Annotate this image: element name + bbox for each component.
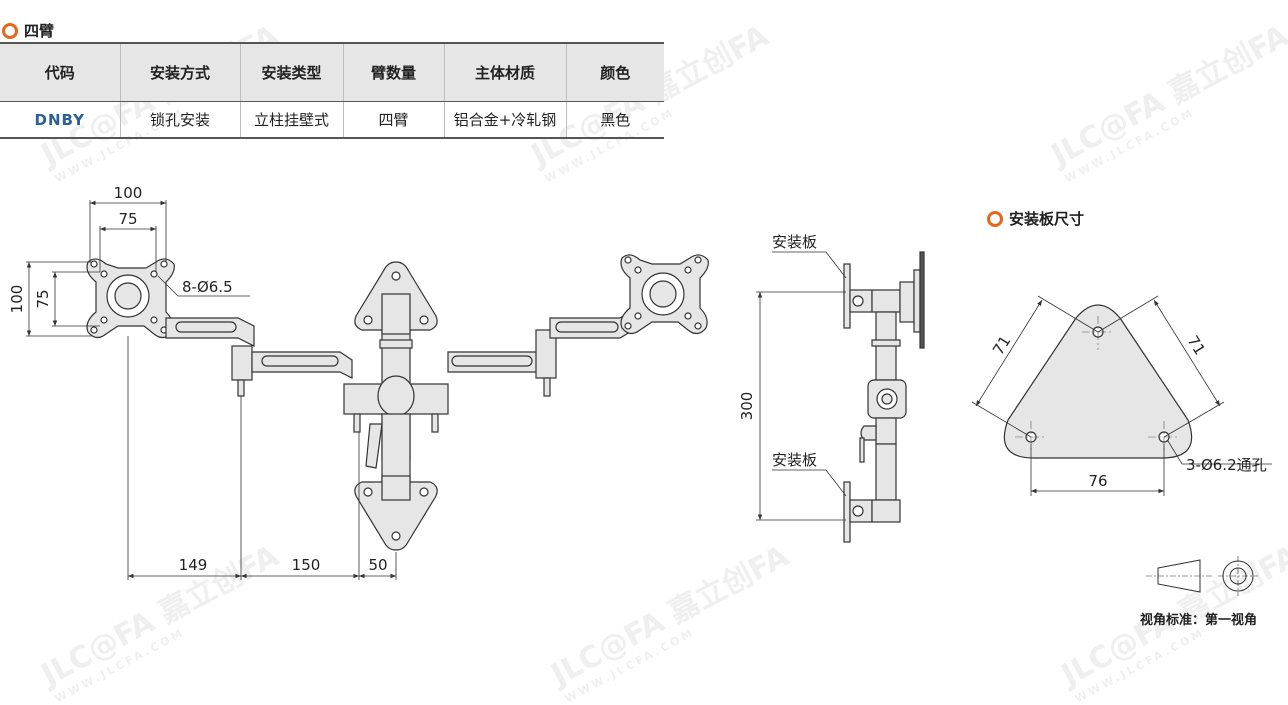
cell-code: DNBY bbox=[0, 101, 120, 139]
cone-symbol bbox=[1157, 559, 1201, 593]
side-pole-lower bbox=[875, 443, 897, 501]
dim-bottom-50: 50 bbox=[368, 556, 387, 574]
plate-hole-callout: 3-Ø6.2通孔 bbox=[1186, 456, 1267, 474]
pole-collar bbox=[379, 339, 413, 349]
technical-drawing: 100 75 100 75 8-Ø6.5 149 150 50 bbox=[8, 184, 1272, 628]
cell-material: 铝合金+冷轧钢 bbox=[443, 101, 566, 139]
section-title-plate: 安装板尺寸 bbox=[987, 208, 1084, 229]
arm-right-link-lower bbox=[451, 355, 533, 367]
plate-detail: 71 71 76 3-Ø6.2通孔 bbox=[971, 295, 1272, 496]
front-view-dimensions bbox=[26, 200, 397, 580]
pin-center-right bbox=[431, 413, 439, 433]
circle-bullet-icon bbox=[2, 22, 18, 39]
pin-left bbox=[237, 379, 245, 397]
pole-top-block bbox=[381, 293, 411, 335]
side-tilt-head bbox=[899, 281, 915, 323]
cell-color: 黑色 bbox=[565, 101, 664, 139]
plate-label-top: 安装板 bbox=[772, 233, 817, 251]
section-title-text: 安装板尺寸 bbox=[1009, 210, 1085, 228]
header-material: 主体材质 bbox=[443, 42, 566, 102]
dim-top-outer: 100 bbox=[114, 184, 143, 202]
front-view bbox=[86, 254, 709, 551]
dim-bottom-149: 149 bbox=[179, 556, 208, 574]
circle-bullet-icon bbox=[987, 210, 1003, 227]
header-color: 颜色 bbox=[565, 42, 664, 102]
side-lever bbox=[860, 425, 877, 441]
side-vesa-plate bbox=[913, 269, 921, 333]
triangle-plate bbox=[1003, 304, 1193, 459]
pin-right bbox=[543, 377, 551, 397]
header-install-method: 安装方式 bbox=[119, 42, 240, 102]
side-foot-block bbox=[871, 499, 901, 523]
plate-dim-left: 71 bbox=[989, 332, 1014, 358]
plate-dim-right: 71 bbox=[1184, 332, 1209, 358]
dim-left-outer: 100 bbox=[8, 285, 26, 314]
cell-install-type: 立柱挂壁式 bbox=[239, 101, 343, 139]
vesa-plate-right bbox=[620, 254, 709, 335]
header-code: 代码 bbox=[0, 42, 120, 102]
section-title-text: 四臂 bbox=[24, 22, 55, 40]
cell-install-method: 锁孔安装 bbox=[119, 101, 240, 139]
header-arm-count: 臂数量 bbox=[342, 42, 444, 102]
side-lever-handle bbox=[859, 437, 865, 463]
joint-left-outer bbox=[231, 345, 253, 381]
arm-left-link bbox=[175, 321, 237, 333]
side-head-block bbox=[871, 289, 901, 313]
dim-bottom-150: 150 bbox=[292, 556, 321, 574]
dim-height-300: 300 bbox=[738, 392, 756, 421]
spec-table-header-row: 代码 安装方式 安装类型 臂数量 主体材质 颜色 bbox=[0, 42, 664, 102]
section-title-table: 四臂 bbox=[2, 20, 54, 41]
table-row: DNBY 锁孔安装 立柱挂壁式 四臂 铝合金+冷轧钢 黑色 bbox=[0, 101, 664, 139]
arm-left-link-lower bbox=[261, 355, 339, 367]
arm-right-link bbox=[555, 321, 619, 333]
hub-knob bbox=[377, 375, 415, 417]
dim-left-inner: 75 bbox=[34, 289, 52, 308]
side-plate-top bbox=[843, 263, 851, 329]
pin-center-left bbox=[353, 413, 361, 433]
hole-callout-front: 8-Ø6.5 bbox=[182, 278, 233, 296]
plate-dim-bottom: 76 bbox=[1088, 472, 1107, 490]
side-lock-block bbox=[875, 417, 897, 445]
plate-label-bottom: 安装板 bbox=[772, 451, 817, 469]
header-install-type: 安装类型 bbox=[239, 42, 343, 102]
projection-label: 视角标准：第一视角 bbox=[1140, 612, 1257, 628]
projection-symbol bbox=[1146, 556, 1258, 596]
side-collar bbox=[871, 339, 901, 347]
spec-table: 代码 安装方式 安装类型 臂数量 主体材质 颜色 DNBY 锁孔安装 立柱挂壁式… bbox=[0, 42, 664, 139]
side-plate-bottom bbox=[843, 481, 851, 543]
lock-lever bbox=[365, 423, 383, 469]
cell-arm-count: 四臂 bbox=[342, 101, 444, 139]
side-view-dimensions bbox=[756, 251, 847, 521]
mount-plate-bottom bbox=[354, 481, 438, 551]
side-view bbox=[843, 251, 925, 543]
side-monitor-face bbox=[919, 251, 925, 349]
dim-top-inner: 75 bbox=[118, 210, 137, 228]
pole-bottom-block bbox=[381, 475, 411, 501]
vesa-plate-left bbox=[86, 258, 175, 339]
